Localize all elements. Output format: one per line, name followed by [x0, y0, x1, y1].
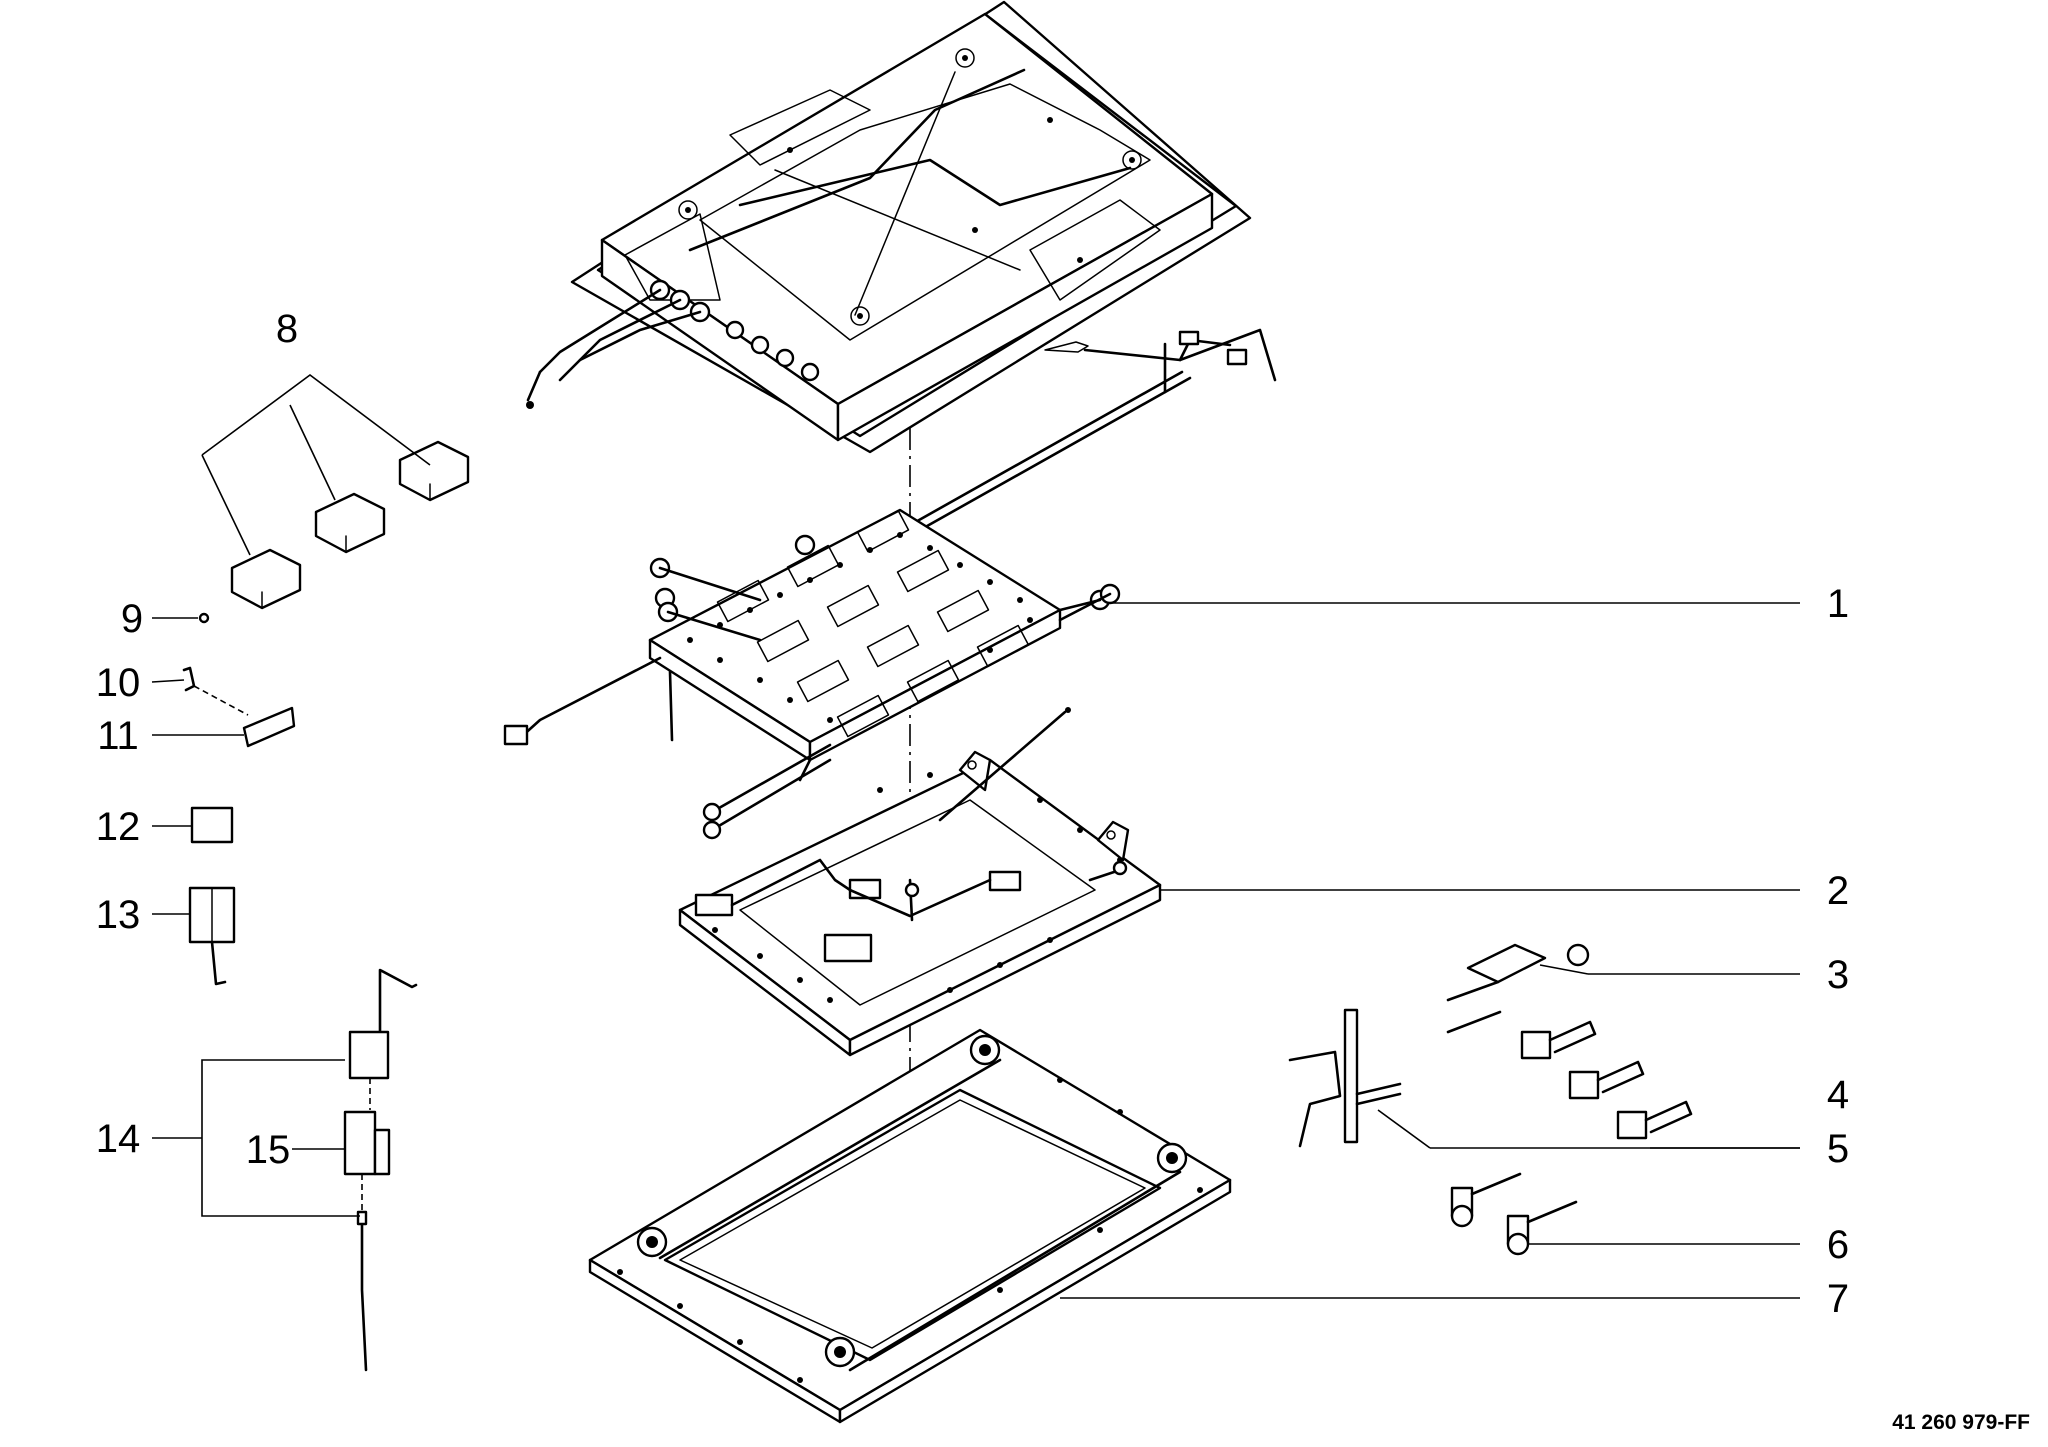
- callout-2: 2: [1827, 869, 1849, 913]
- burner-plate: [503, 508, 1121, 840]
- drawing-code: 41 260 979-FF: [1892, 1411, 2030, 1434]
- callout-3: 3: [1827, 953, 1849, 997]
- callout-15: 15: [246, 1128, 291, 1172]
- base-frame: [588, 1028, 1232, 1424]
- electrode-bracket: [1288, 1008, 1402, 1148]
- feed-pipe: [918, 376, 1192, 532]
- leader-8: [201, 374, 431, 466]
- callout-11: 11: [97, 714, 139, 758]
- spark-generator: [242, 706, 296, 748]
- callout-4: 4: [1827, 1073, 1849, 1117]
- thermocouple-caps: [1450, 1172, 1578, 1256]
- middle-tray: [678, 707, 1162, 1057]
- callout-14: 14: [96, 1117, 141, 1161]
- callout-10: 10: [96, 661, 141, 705]
- terminal-block: [188, 886, 236, 986]
- switch-modules: [230, 440, 470, 610]
- hob-top-housing: [526, 0, 1277, 454]
- callout-5: 5: [1827, 1127, 1849, 1171]
- callout-9: 9: [121, 597, 143, 641]
- nut-part: [198, 612, 210, 624]
- callout-7: 7: [1827, 1277, 1849, 1321]
- relay-part: [190, 806, 234, 844]
- callout-12: 12: [96, 805, 141, 849]
- clip-part: [182, 666, 196, 692]
- power-supply-assembly: [343, 968, 418, 1372]
- control-taps: [1520, 1020, 1693, 1140]
- foot-castings: [636, 1034, 1188, 1368]
- callout-13: 13: [96, 893, 141, 937]
- valve-block: [1446, 943, 1590, 1034]
- callout-8: 8: [276, 307, 298, 351]
- callout-1: 1: [1827, 582, 1849, 626]
- callout-6: 6: [1827, 1223, 1849, 1267]
